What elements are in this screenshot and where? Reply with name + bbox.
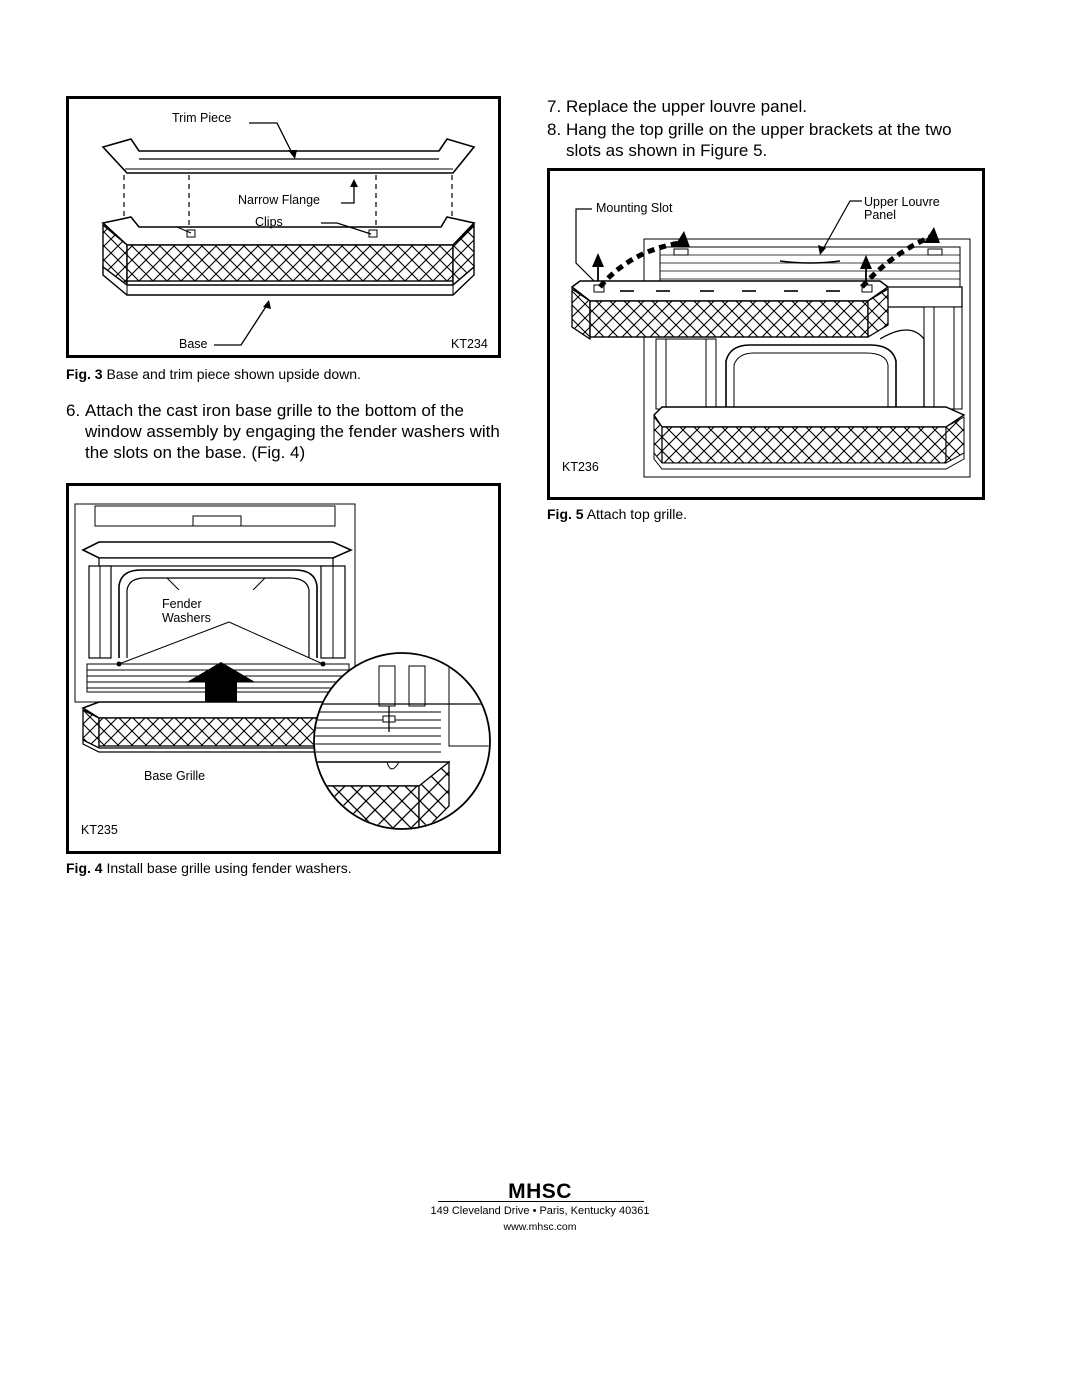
fig4-caption-label: Fig. 4: [66, 860, 103, 876]
fig4-fender-label: Fender: [162, 597, 202, 611]
step-7-number: 7.: [547, 97, 562, 116]
fig5-caption-label: Fig. 5: [547, 506, 584, 522]
fig3-caption-text: Base and trim piece shown upside down.: [106, 366, 361, 382]
fig5-upper-louvre-label: Upper Louvre: [864, 195, 940, 209]
figure-4: Fender Washers Base Grille KT235: [66, 483, 501, 854]
figure-3: Trim Piece Narrow Flange Clips Base KT23…: [66, 96, 501, 358]
footer-rule: [438, 1201, 644, 1202]
step-8-number: 8.: [547, 120, 562, 139]
fig3-base-label: Base: [179, 337, 208, 351]
fig3-code: KT234: [451, 337, 488, 351]
fig5-mounting-slot-label: Mounting Slot: [596, 201, 673, 215]
fig3-clips-label: Clips: [255, 215, 283, 229]
fig5-caption-text: Attach top grille.: [586, 506, 688, 522]
footer-url: www.mhsc.com: [503, 1221, 577, 1233]
fig4-code: KT235: [81, 823, 118, 837]
step-6-text: Attach the cast iron base grille to the …: [85, 401, 500, 462]
step-7-text: Replace the upper louvre panel.: [566, 97, 807, 116]
step-6: 6. Attach the cast iron base grille to t…: [66, 400, 506, 466]
fig5-panel-label: Panel: [864, 208, 896, 222]
footer-address: 149 Cleveland Drive • Paris, Kentucky 40…: [430, 1205, 650, 1217]
fig5-code: KT236: [562, 460, 599, 474]
fig3-caption-label: Fig. 3: [66, 366, 103, 382]
fig3-caption: Fig. 3 Base and trim piece shown upside …: [66, 366, 361, 382]
fig4-caption: Fig. 4 Install base grille using fender …: [66, 860, 352, 876]
fig3-narrow-flange-label: Narrow Flange: [238, 193, 320, 207]
fig3-trim-piece-label: Trim Piece: [172, 111, 232, 125]
step-6-number: 6.: [66, 401, 81, 420]
fig4-base-grille-label: Base Grille: [144, 769, 206, 783]
step-8-text: Hang the top grille on the upper bracket…: [566, 120, 952, 160]
fig4-drawing: [74, 503, 491, 830]
fig3-drawing: [101, 122, 476, 346]
fig4-washers-label: Washers: [162, 611, 211, 625]
figure-5: Mounting Slot Upper Louvre Panel KT236: [547, 168, 985, 500]
fig5-drawing: [570, 200, 971, 478]
fig4-caption-text: Install base grille using fender washers…: [106, 860, 352, 876]
step-7: 7. Replace the upper louvre panel.: [547, 96, 987, 118]
footer-brand: MHSC: [508, 1180, 572, 1203]
fig5-caption: Fig. 5 Attach top grille.: [547, 506, 687, 522]
step-8: 8. Hang the top grille on the upper brac…: [547, 119, 987, 163]
